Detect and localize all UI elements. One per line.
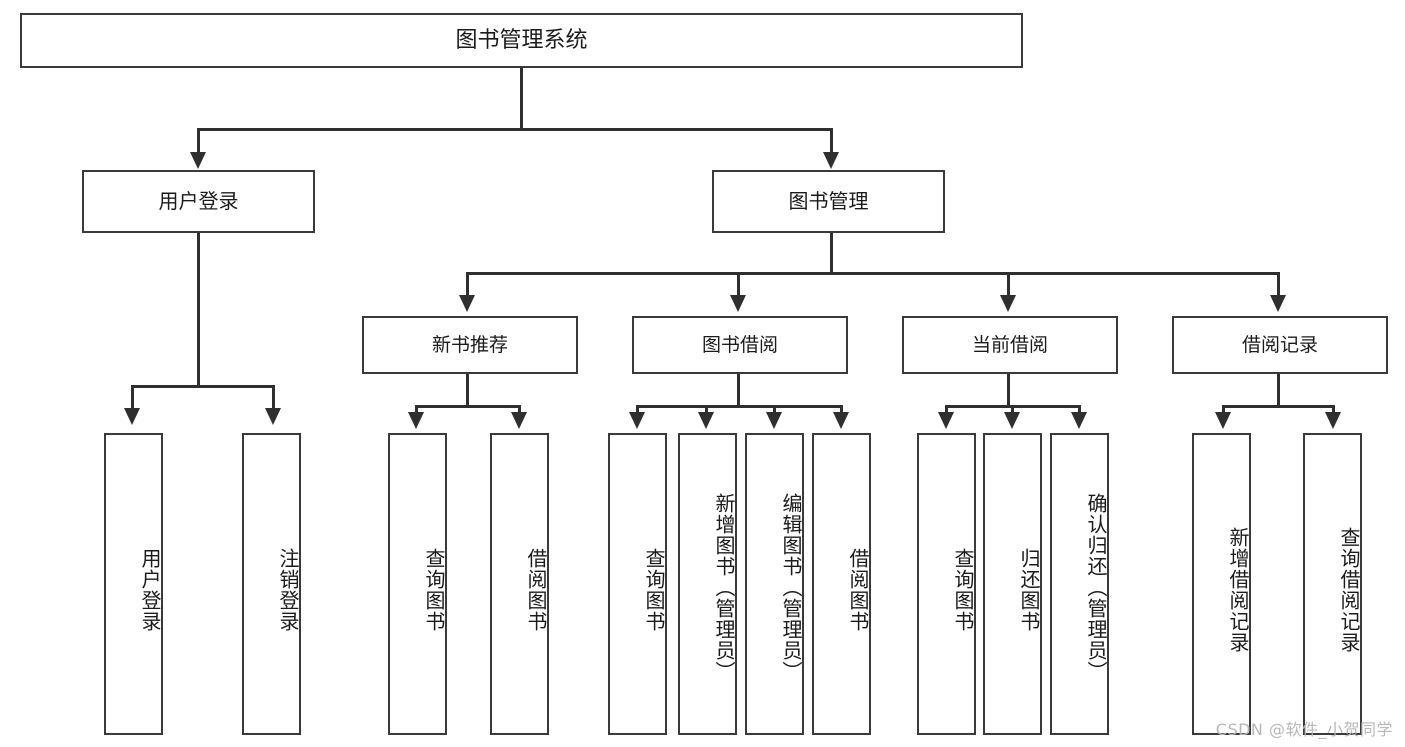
arrow-down-icon <box>265 408 281 425</box>
node-label: 注销登录 <box>276 548 300 632</box>
edge-current-borrow-to-leaf-1 <box>945 405 948 415</box>
edge-book-borrow-to-leaf-2 <box>705 405 708 415</box>
edge-root-bus <box>197 128 833 131</box>
edge-root-stem <box>520 68 523 130</box>
leaf-query-borrow-record[interactable]: 查询借阅记录 <box>1303 433 1362 735</box>
node-label: 图书借阅 <box>701 333 778 356</box>
node-label: 当前借阅 <box>971 333 1048 356</box>
arrow-down-icon <box>938 412 954 429</box>
node-label: 新增借阅记录 <box>1226 527 1250 653</box>
leaf-add-book-admin[interactable]: 新增图书（管理员） <box>678 433 737 735</box>
leaf-confirm-return-admin[interactable]: 确认归还（管理员） <box>1050 433 1109 735</box>
edge-to-current-borrow <box>1007 272 1010 298</box>
arrow-down-icon <box>629 412 645 429</box>
node-borrow-record[interactable]: 借阅记录 <box>1172 316 1388 374</box>
leaf-user-login[interactable]: 用户登录 <box>104 433 163 735</box>
node-user-login[interactable]: 用户登录 <box>82 170 315 233</box>
node-label: 图书管理系统 <box>455 27 588 53</box>
leaf-new-book-borrow[interactable]: 借阅图书 <box>490 433 549 735</box>
arrow-down-icon <box>1071 412 1087 429</box>
arrow-down-icon <box>124 408 140 425</box>
edge-to-new-book <box>466 272 469 298</box>
edge-book-manage-stem <box>830 233 833 275</box>
arrow-down-icon <box>1325 412 1341 429</box>
arrow-down-icon <box>766 412 782 429</box>
arrow-down-icon <box>1004 412 1020 429</box>
leaf-current-query-book[interactable]: 查询图书 <box>917 433 976 735</box>
edge-new-book-bus <box>415 405 520 408</box>
node-label: 查询图书 <box>422 548 446 632</box>
arrow-down-icon <box>1215 412 1231 429</box>
edge-new-book-to-leaf-2 <box>518 405 521 415</box>
node-book-borrow[interactable]: 图书借阅 <box>632 316 848 374</box>
arrow-down-icon <box>459 295 475 312</box>
leaf-return-book[interactable]: 归还图书 <box>983 433 1042 735</box>
node-new-book-recommend[interactable]: 新书推荐 <box>362 316 578 374</box>
edge-new-book-to-leaf-1 <box>415 405 418 415</box>
node-label: 确认归还（管理员） <box>1084 492 1108 682</box>
leaf-borrow-book[interactable]: 借阅图书 <box>812 433 871 735</box>
node-label: 用户登录 <box>138 548 162 632</box>
edge-borrow-record-bus <box>1222 405 1335 408</box>
leaf-borrow-query-book[interactable]: 查询图书 <box>608 433 667 735</box>
leaf-add-borrow-record[interactable]: 新增借阅记录 <box>1192 433 1251 735</box>
node-label: 图书管理 <box>788 188 869 213</box>
node-label: 新增图书（管理员） <box>712 492 736 682</box>
edge-new-book-stem <box>466 374 469 408</box>
leaf-logout[interactable]: 注销登录 <box>242 433 301 735</box>
node-label: 查询图书 <box>951 548 975 632</box>
edge-book-borrow-to-leaf-1 <box>636 405 639 415</box>
arrow-down-icon <box>190 152 206 169</box>
node-label: 用户登录 <box>158 188 239 213</box>
node-label: 编辑图书（管理员） <box>779 492 803 682</box>
arrow-down-icon <box>730 295 746 312</box>
leaf-edit-book-admin[interactable]: 编辑图书（管理员） <box>745 433 804 735</box>
edge-to-borrow-record <box>1277 272 1280 298</box>
arrow-down-icon <box>1270 295 1286 312</box>
edge-book-borrow-to-leaf-3 <box>773 405 776 415</box>
node-book-management[interactable]: 图书管理 <box>712 170 945 233</box>
edge-user-login-to-leaf-2 <box>272 385 275 411</box>
node-label: 借阅图书 <box>846 548 870 632</box>
edge-book-borrow-to-leaf-4 <box>840 405 843 415</box>
watermark: CSDN @软件_小贺同学 <box>1215 720 1393 739</box>
edge-root-to-book-manage <box>830 128 833 156</box>
edge-book-borrow-stem <box>737 374 740 408</box>
node-label: 借阅图书 <box>524 548 548 632</box>
node-current-borrow[interactable]: 当前借阅 <box>902 316 1118 374</box>
edge-borrow-record-to-leaf-1 <box>1222 405 1225 415</box>
node-label: 查询图书 <box>642 548 666 632</box>
edge-borrow-record-to-leaf-2 <box>1332 405 1335 415</box>
node-root-system[interactable]: 图书管理系统 <box>20 13 1023 68</box>
arrow-down-icon <box>698 412 714 429</box>
edge-current-borrow-to-leaf-3 <box>1078 405 1081 415</box>
edge-to-book-borrow <box>737 272 740 298</box>
edge-borrow-record-stem <box>1277 374 1280 408</box>
leaf-new-book-query[interactable]: 查询图书 <box>388 433 447 735</box>
edge-user-login-bus <box>131 385 275 388</box>
edge-user-login-stem <box>197 233 200 388</box>
node-label: 借阅记录 <box>1241 333 1318 356</box>
edge-current-borrow-to-leaf-2 <box>1011 405 1014 415</box>
arrow-down-icon <box>408 412 424 429</box>
node-label: 查询借阅记录 <box>1337 527 1361 653</box>
edge-user-login-to-leaf-1 <box>131 385 134 411</box>
arrow-down-icon <box>823 152 839 169</box>
edge-level3-bus <box>466 272 1280 275</box>
arrow-down-icon <box>511 412 527 429</box>
arrow-down-icon <box>833 412 849 429</box>
node-label: 归还图书 <box>1017 548 1041 632</box>
arrow-down-icon <box>1000 295 1016 312</box>
node-label: 新书推荐 <box>431 333 508 356</box>
edge-root-to-user-login <box>197 128 200 156</box>
edge-current-borrow-stem <box>1007 374 1010 408</box>
edge-book-borrow-bus <box>636 405 843 408</box>
